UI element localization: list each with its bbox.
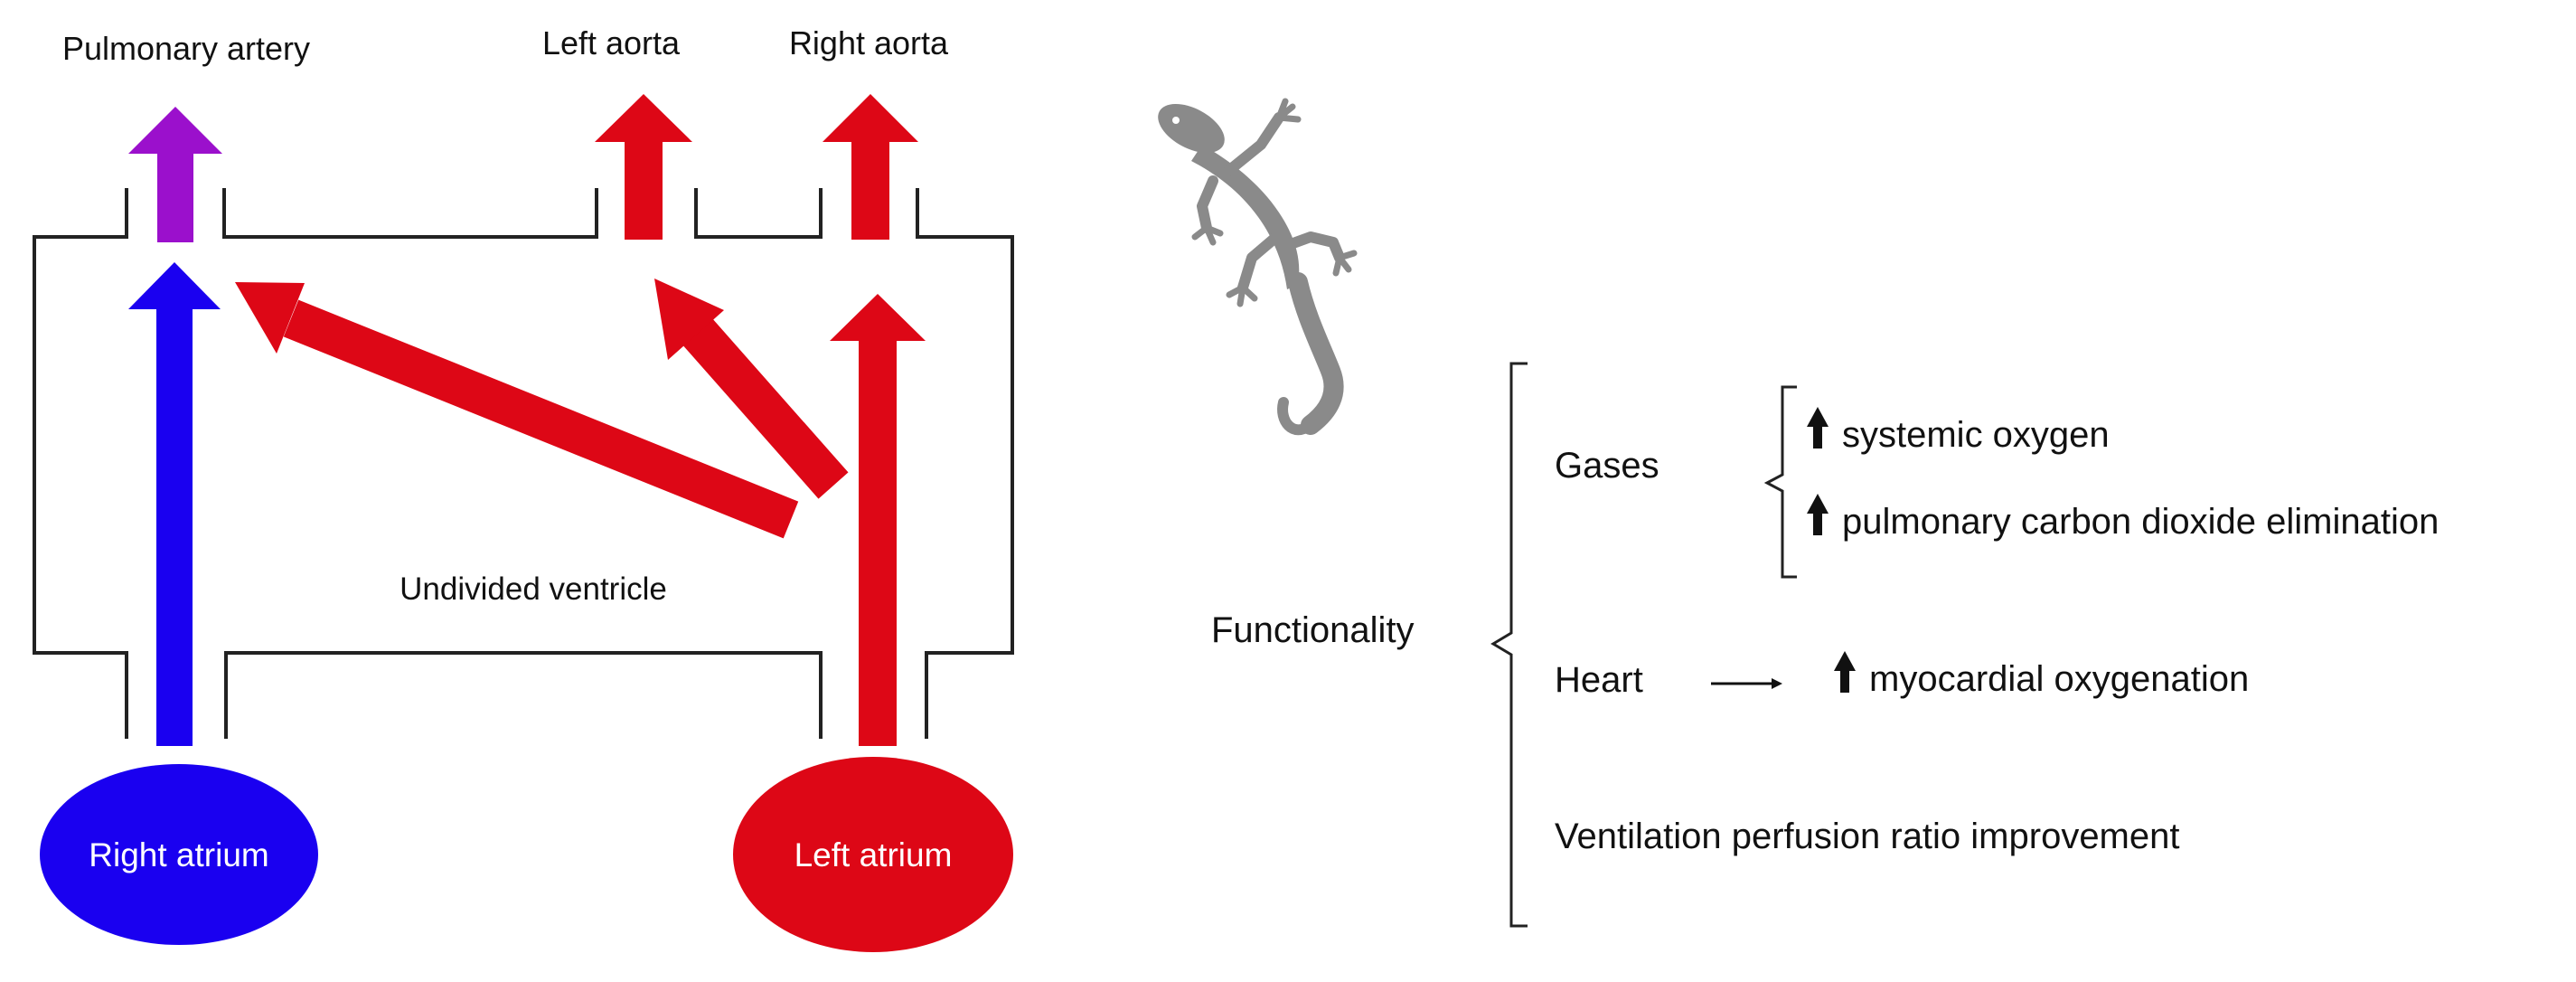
right-atrium-shape (40, 764, 318, 945)
right-aorta-label: Right aorta (789, 24, 949, 61)
gases-item-1-text: systemic oxygen (1842, 415, 2110, 455)
left-aorta-label: Left aorta (542, 24, 681, 61)
right-arrow-icon (1711, 678, 1782, 689)
lizard-icon (1158, 98, 1358, 436)
gases-bracket (1763, 385, 1797, 579)
left-atrium-flow-arrow (830, 294, 926, 746)
flow-arrows (128, 94, 926, 746)
functionality-bracket (1490, 362, 1528, 928)
right-atrium-flow-arrow (128, 262, 221, 746)
pulmonary-artery-label: Pulmonary artery (62, 30, 310, 67)
left-aorta-arrow (595, 94, 692, 240)
ventricle-bottom-wall-left (224, 651, 823, 739)
up-arrow-icon (1834, 651, 1856, 693)
ventricle-outline (33, 188, 1014, 739)
left-atrium-label: Left atrium (794, 836, 953, 873)
ventricle-top-wall-right (694, 188, 823, 239)
right-atrium: Right atrium (40, 764, 318, 945)
left-atrium-shape (733, 757, 1013, 952)
up-arrow-icon (1807, 407, 1829, 449)
ventricle-top-wall-left (33, 188, 128, 739)
shunt-to-left-aorta-arrow (654, 279, 849, 499)
heart-result: myocardial oxygenation (1834, 651, 2249, 699)
right-atrium-label: Right atrium (89, 836, 268, 873)
right-aorta-arrow (823, 94, 918, 240)
heart-label: Heart (1555, 660, 1643, 700)
shunt-to-pulmonary-arrow (235, 282, 799, 539)
functionality-title: Functionality (1211, 610, 1415, 650)
heart-result-text: myocardial oxygenation (1869, 659, 2249, 699)
up-arrow-icon (1807, 494, 1829, 535)
functionality-panel: Functionality Gases systemic oxygen pulm… (1211, 362, 2439, 928)
ventricle-top-wall-mid (222, 188, 598, 239)
ventricle-label: Undivided ventricle (400, 571, 667, 607)
gases-item-2-text: pulmonary carbon dioxide elimination (1842, 502, 2439, 542)
ventilation-text: Ventilation perfusion ratio improvement (1555, 817, 2179, 856)
pulmonary-artery-arrow (128, 107, 222, 242)
gases-item-1: systemic oxygen (1807, 407, 2110, 455)
gases-label: Gases (1555, 446, 1659, 486)
gases-item-2: pulmonary carbon dioxide elimination (1807, 494, 2439, 542)
ventricle-right-wall (916, 188, 1014, 739)
left-atrium: Left atrium (733, 757, 1013, 952)
